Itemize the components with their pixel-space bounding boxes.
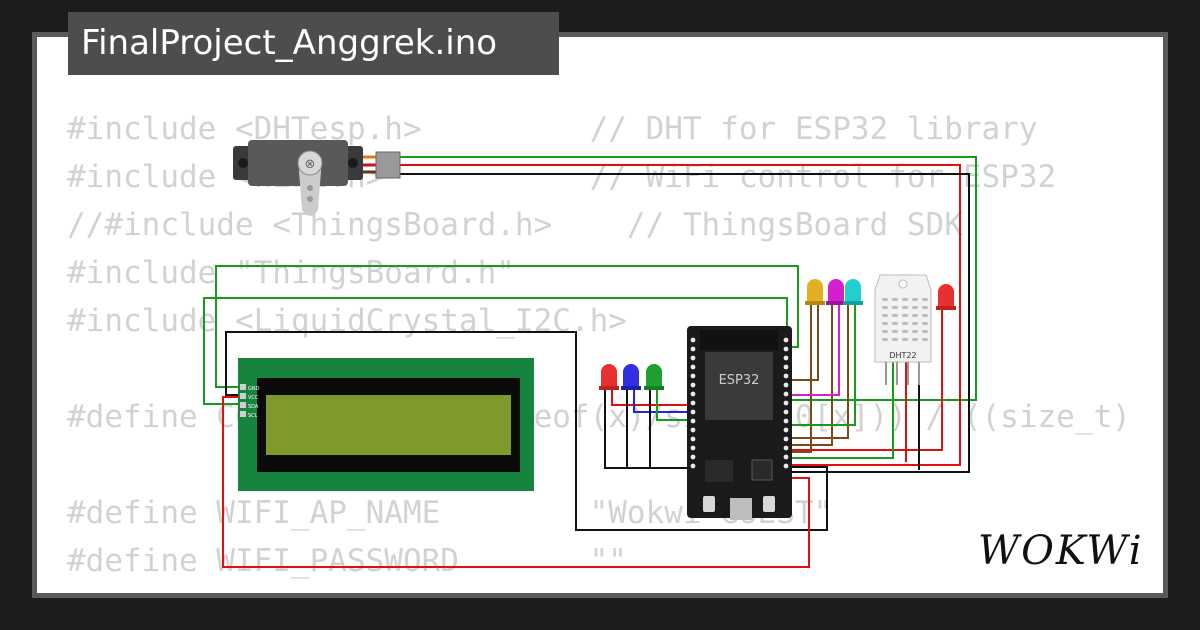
wire — [790, 308, 943, 451]
lcd-pin-header: GND VCC SDA SCL — [240, 384, 260, 419]
led-green[interactable] — [644, 364, 664, 390]
led-blue[interactable] — [621, 364, 641, 390]
wire — [790, 303, 819, 381]
wire — [633, 388, 690, 413]
code-line: //#include <ThingsBoard.h> // ThingsBoar… — [67, 207, 963, 243]
code-line: #include "ThingsBoard.h" — [67, 255, 515, 291]
code-line: #define THINGSBOARD_SERVER "thingsboard.… — [67, 585, 1132, 593]
dht22-legs — [885, 362, 920, 385]
lcd-pin-label: GND — [248, 386, 260, 392]
esp32-pin-row-right — [783, 337, 789, 469]
led-cyan[interactable] — [843, 279, 863, 305]
wire — [790, 362, 894, 459]
wire — [790, 303, 833, 446]
dht22-sensor[interactable]: DHT22 — [874, 274, 932, 385]
led-yellow[interactable] — [805, 279, 825, 305]
lcd-pin-label: SCL — [248, 413, 258, 419]
lcd-pin-label: SDA — [248, 404, 259, 410]
wire — [604, 388, 690, 469]
wokwi-logo: WOKWi — [978, 528, 1144, 574]
wire — [611, 388, 690, 406]
wokwi-logo-text: WOKWi — [978, 528, 1144, 574]
wire — [400, 173, 970, 473]
code-line: #define WIFI_PASSWORD "" — [67, 543, 627, 579]
wire — [225, 331, 828, 531]
led-red-left[interactable] — [599, 364, 619, 390]
wire — [400, 156, 977, 401]
code-line: #include <DHTesp.h> // DHT for ESP32 lib… — [67, 111, 1038, 147]
esp32-pin-row-left — [690, 337, 696, 469]
esp32-board[interactable]: ESP32 — [687, 326, 792, 520]
wire — [222, 396, 810, 568]
svg-text:⊗: ⊗ — [305, 157, 316, 172]
wire — [790, 303, 812, 453]
servo-motor[interactable]: ⊗ — [233, 140, 401, 216]
project-title[interactable]: FinalProject_Anggrek.ino — [68, 12, 559, 75]
wire — [790, 303, 840, 396]
code-background: #include <DHTesp.h> // DHT for ESP32 lib… — [67, 105, 1132, 593]
wire — [790, 303, 856, 426]
wire — [656, 388, 690, 421]
led-magenta[interactable] — [826, 279, 846, 305]
wire — [790, 303, 849, 439]
dht22-vents — [882, 298, 928, 341]
esp32-label: ESP32 — [719, 373, 760, 388]
dht22-label: DHT22 — [889, 351, 916, 360]
wire — [215, 265, 799, 388]
lcd-pin-label: VCC — [248, 395, 259, 401]
wire — [400, 164, 961, 466]
lcd-display[interactable]: GND VCC SDA SCL — [238, 358, 534, 491]
led-red-right[interactable] — [936, 284, 956, 310]
